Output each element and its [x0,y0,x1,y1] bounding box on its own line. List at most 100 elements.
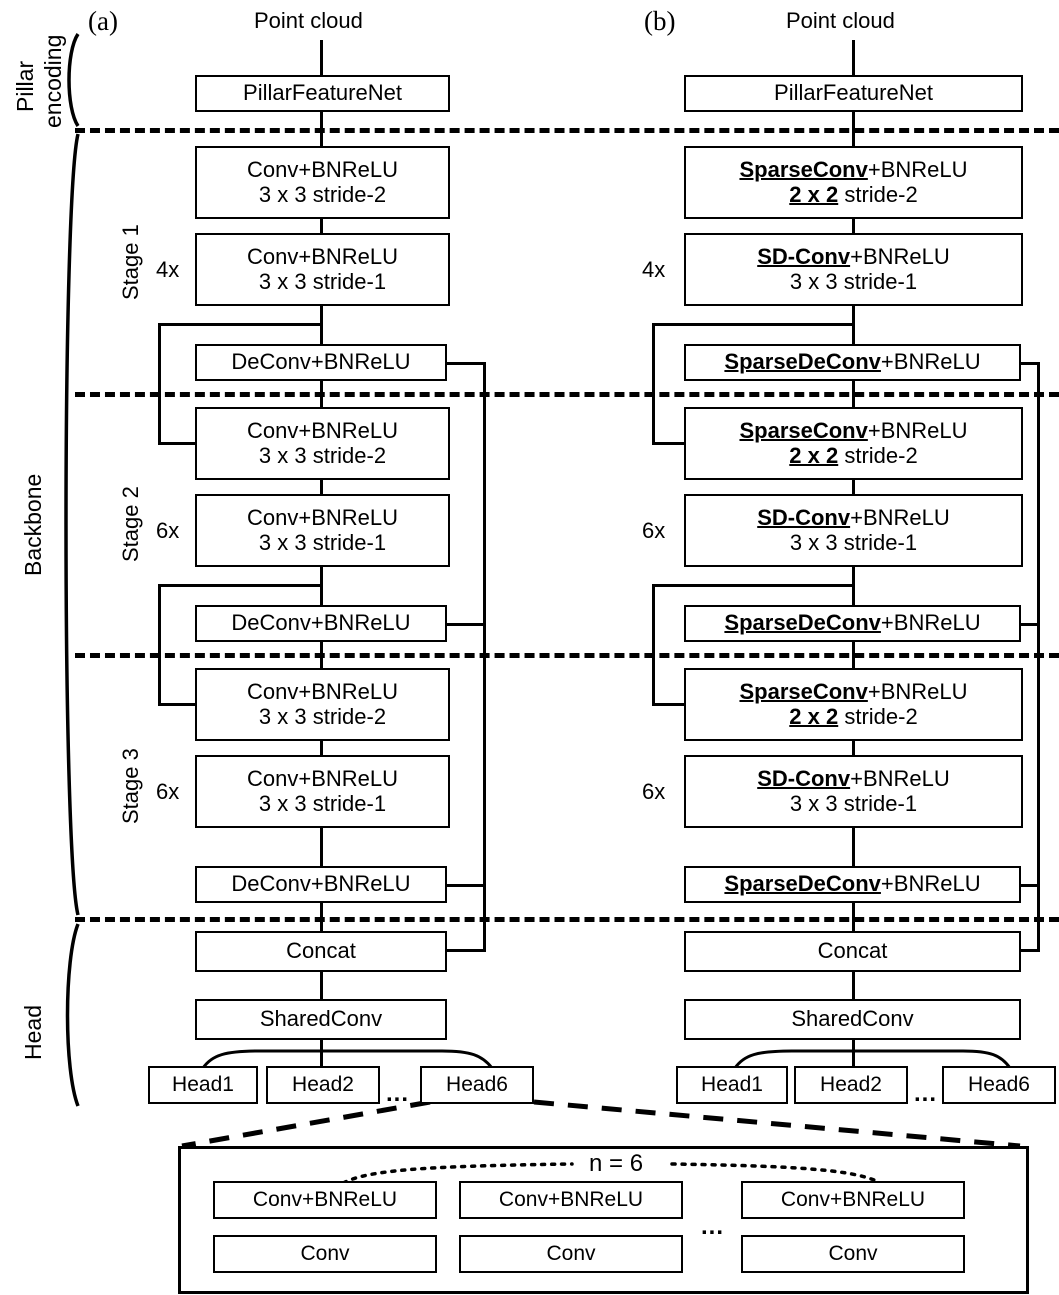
box-a-stage1-repeat[interactable]: Conv+BNReLU 3 x 3 stride-1 [195,233,450,306]
bypass-a-s2-vert [158,584,161,706]
box-a-stage1-down-line1: Conv+BNReLU [246,156,398,182]
box-b-stage2-down-rest2: stride-2 [838,442,918,468]
rail-b-s3up-out [1019,884,1040,887]
box-b-pillar-label: PillarFeatureNet [774,80,933,106]
rail-a-s1up-out [447,362,486,365]
box-a-sharedconv-label: SharedConv [259,1006,383,1032]
box-b-sharedconv-label: SharedConv [791,1006,914,1032]
bypass-b-s1-vert [652,323,655,445]
head-detail-col2-top-label: Conv+BNReLU [498,1188,644,1212]
head-detail-col3-conv-bn[interactable]: Conv+BNReLU [741,1181,965,1219]
box-a-pillar[interactable]: PillarFeatureNet [195,75,450,112]
separator-stage2-stage3 [75,653,1059,658]
rail-b-vert [1037,362,1040,952]
box-b-head6-label: Head6 [968,1073,1030,1097]
box-b-pillar[interactable]: PillarFeatureNet [684,75,1023,112]
box-b-stage2-repeat[interactable]: SD-Conv+BNReLU 3 x 3 stride-1 [684,494,1023,567]
box-a-head6[interactable]: Head6 [420,1066,534,1104]
box-a-stage2-down[interactable]: Conv+BNReLU 3 x 3 stride-2 [195,407,450,480]
box-b-stage3-repeat[interactable]: SD-Conv+BNReLU 3 x 3 stride-1 [684,755,1023,828]
head-detail-col2-bottom-label: Conv [546,1242,596,1266]
stage-label-3: Stage 3 [118,748,143,824]
box-b-stage2-down[interactable]: SparseConv+BNReLU 2 x 2 stride-2 [684,407,1023,480]
box-b-head2[interactable]: Head2 [794,1066,908,1104]
head-detail-col2-conv[interactable]: Conv [459,1235,683,1273]
section-label-pillar-encoding-line1: Pillar [12,60,38,112]
box-b-head1[interactable]: Head1 [676,1066,788,1104]
box-a-stage3-deconv-label: DeConv+BNReLU [231,871,411,897]
box-a-stage1-deconv[interactable]: DeConv+BNReLU [195,344,447,381]
box-b-stage1-repeat[interactable]: SD-Conv+BNReLU 3 x 3 stride-1 [684,233,1023,306]
box-b-stage1-deconv[interactable]: SparseDeConv+BNReLU [684,344,1021,381]
separator-stage1-stage2 [75,392,1059,397]
head-detail-col1-bottom-label: Conv [300,1242,350,1266]
head-detail-col3-top-label: Conv+BNReLU [780,1188,926,1212]
box-b-sharedconv[interactable]: SharedConv [684,999,1021,1040]
spine-b-s2down-to-s2rep [852,479,855,495]
box-b-stage1-down-rest2: stride-2 [838,181,918,207]
box-a-stage2-repeat[interactable]: Conv+BNReLU 3 x 3 stride-1 [195,494,450,567]
bypass-a-s1-bottom [158,442,198,445]
spine-b-s3down-to-s3rep [852,740,855,756]
head-detail-col1-conv[interactable]: Conv [213,1235,437,1273]
box-b-stage3-down[interactable]: SparseConv+BNReLU 2 x 2 stride-2 [684,668,1023,741]
section-label-backbone: Backbone [20,473,46,576]
box-b-concat[interactable]: Concat [684,931,1021,972]
repeat-label-b-stage1: 4x [642,257,666,282]
box-b-stage3-repeat-line2: 3 x 3 stride-1 [789,790,918,816]
spine-b-shared-to-head2 [852,1040,855,1066]
box-a-stage1-repeat-line1: Conv+BNReLU [246,243,398,269]
separator-pillar-backbone [75,128,1059,133]
bypass-a-s2-top [158,584,322,587]
box-b-stage1-repeat-line1: SD-Conv+BNReLU [757,243,950,270]
box-a-stage1-down[interactable]: Conv+BNReLU 3 x 3 stride-2 [195,146,450,219]
head-detail-col2-conv-bn[interactable]: Conv+BNReLU [459,1181,683,1219]
input-label-a: Point cloud [254,8,363,33]
spine-b-input [852,40,855,76]
box-b-stage1-down-line1: SparseConv+BNReLU [739,157,967,183]
spine-a-s2up-to-s3down [320,641,323,671]
box-a-stage3-repeat[interactable]: Conv+BNReLU 3 x 3 stride-1 [195,755,450,828]
box-b-stage1-down[interactable]: SparseConv+BNReLU 2 x 2 stride-2 [684,146,1023,219]
rail-b-to-concat [1019,949,1040,952]
spine-b-concat-to-shared [852,972,855,999]
box-b-stage1-repeat-rest1: +BNReLU [850,243,950,269]
spine-a-s3rep-to-s3up [320,827,323,867]
head-detail-n-label: n = 6 [589,1150,644,1177]
repeat-label-a-stage2: 6x [156,518,180,543]
rail-a-vert [483,362,486,952]
head-detail-col3-conv[interactable]: Conv [741,1235,965,1273]
box-b-head6[interactable]: Head6 [942,1066,1056,1104]
box-a-stage3-repeat-line1: Conv+BNReLU [246,765,398,791]
box-a-stage2-down-line1: Conv+BNReLU [246,417,398,443]
box-a-stage3-down[interactable]: Conv+BNReLU 3 x 3 stride-2 [195,668,450,741]
emph-sdconv-3: SD-Conv [757,765,851,791]
box-b-stage3-deconv-line: SparseDeConv+BNReLU [724,871,980,897]
box-a-stage1-down-line2: 3 x 3 stride-2 [258,181,387,207]
box-b-stage3-deconv[interactable]: SparseDeConv+BNReLU [684,866,1021,903]
box-b-stage3-down-rest1: +BNReLU [867,678,968,704]
box-a-concat[interactable]: Concat [195,931,447,972]
box-a-head1[interactable]: Head1 [148,1066,258,1104]
box-a-head1-label: Head1 [172,1073,234,1097]
box-a-sharedconv[interactable]: SharedConv [195,999,447,1040]
spine-a-s3down-to-s3rep [320,740,323,756]
bypass-a-s1-top [158,323,322,326]
box-a-head6-label: Head6 [446,1073,508,1097]
spine-b-s3up-to-concat [852,902,855,932]
emph-kernel-3: 2 x 2 [789,703,839,729]
box-b-stage1-repeat-line2: 3 x 3 stride-1 [789,268,918,294]
box-b-stage1-deconv-rest: +BNReLU [880,349,981,375]
rail-b-s1up-out [1019,362,1040,365]
box-a-head2[interactable]: Head2 [266,1066,380,1104]
rail-b-s2up-out [1019,623,1040,626]
box-b-stage2-deconv[interactable]: SparseDeConv+BNReLU [684,605,1021,642]
head-ellipsis-a: ... [386,1080,410,1107]
box-a-stage3-deconv[interactable]: DeConv+BNReLU [195,866,447,903]
spine-b-pillar-to-s1 [852,111,855,147]
spine-a-s2down-to-s2rep [320,479,323,495]
head-detail-col1-conv-bn[interactable]: Conv+BNReLU [213,1181,437,1219]
spine-a-pillar-to-s1 [320,111,323,147]
box-a-stage2-deconv[interactable]: DeConv+BNReLU [195,605,447,642]
